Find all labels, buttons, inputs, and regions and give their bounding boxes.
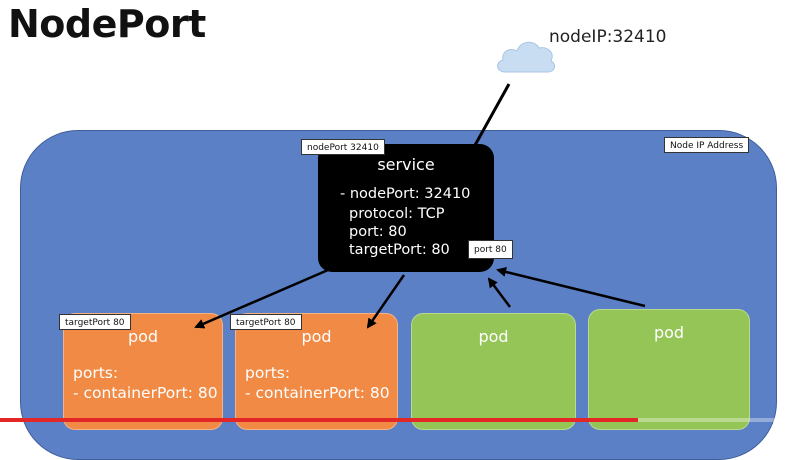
page-title: NodePort [8,2,206,46]
pod-4-name: pod [653,323,685,342]
pod-1-name: pod [127,327,159,346]
pod-2-ports-label: ports: [245,364,291,382]
pod-1-container-port: - containerPort: 80 [73,384,218,402]
pod-1-ports-label: ports: [73,364,119,382]
service-line-protocol: protocol: TCP [349,206,445,222]
service-line-port: port: 80 [349,224,407,240]
pod-3-name: pod [478,327,509,346]
service-box: service - nodePort: 32410 protocol: TCP … [318,144,494,272]
node-ip-address-tag: Node IP Address [664,137,750,153]
pod-1: pod ports: - containerPort: 80 [63,313,223,430]
nodeport-tag: nodePort 32410 [301,139,385,155]
service-heading: service [377,155,435,174]
port-tag: port 80 [468,240,513,259]
pod-2-container-port: - containerPort: 80 [245,384,390,402]
pod-3: pod [411,313,576,430]
cloud-icon [497,41,556,73]
video-progress-bar[interactable] [0,418,788,422]
pod-2: pod ports: - containerPort: 80 [235,313,398,430]
targetport-tag-2: targetPort 80 [230,314,302,330]
pod-4: pod [588,309,750,430]
targetport-tag-1: targetPort 80 [59,314,131,330]
service-line-targetport: targetPort: 80 [349,242,450,258]
pod-2-name: pod [301,327,332,346]
video-progress-fill [0,418,639,422]
service-line-nodeport: - nodePort: 32410 [340,186,471,202]
node-ip-label: nodeIP:32410 [549,27,667,47]
